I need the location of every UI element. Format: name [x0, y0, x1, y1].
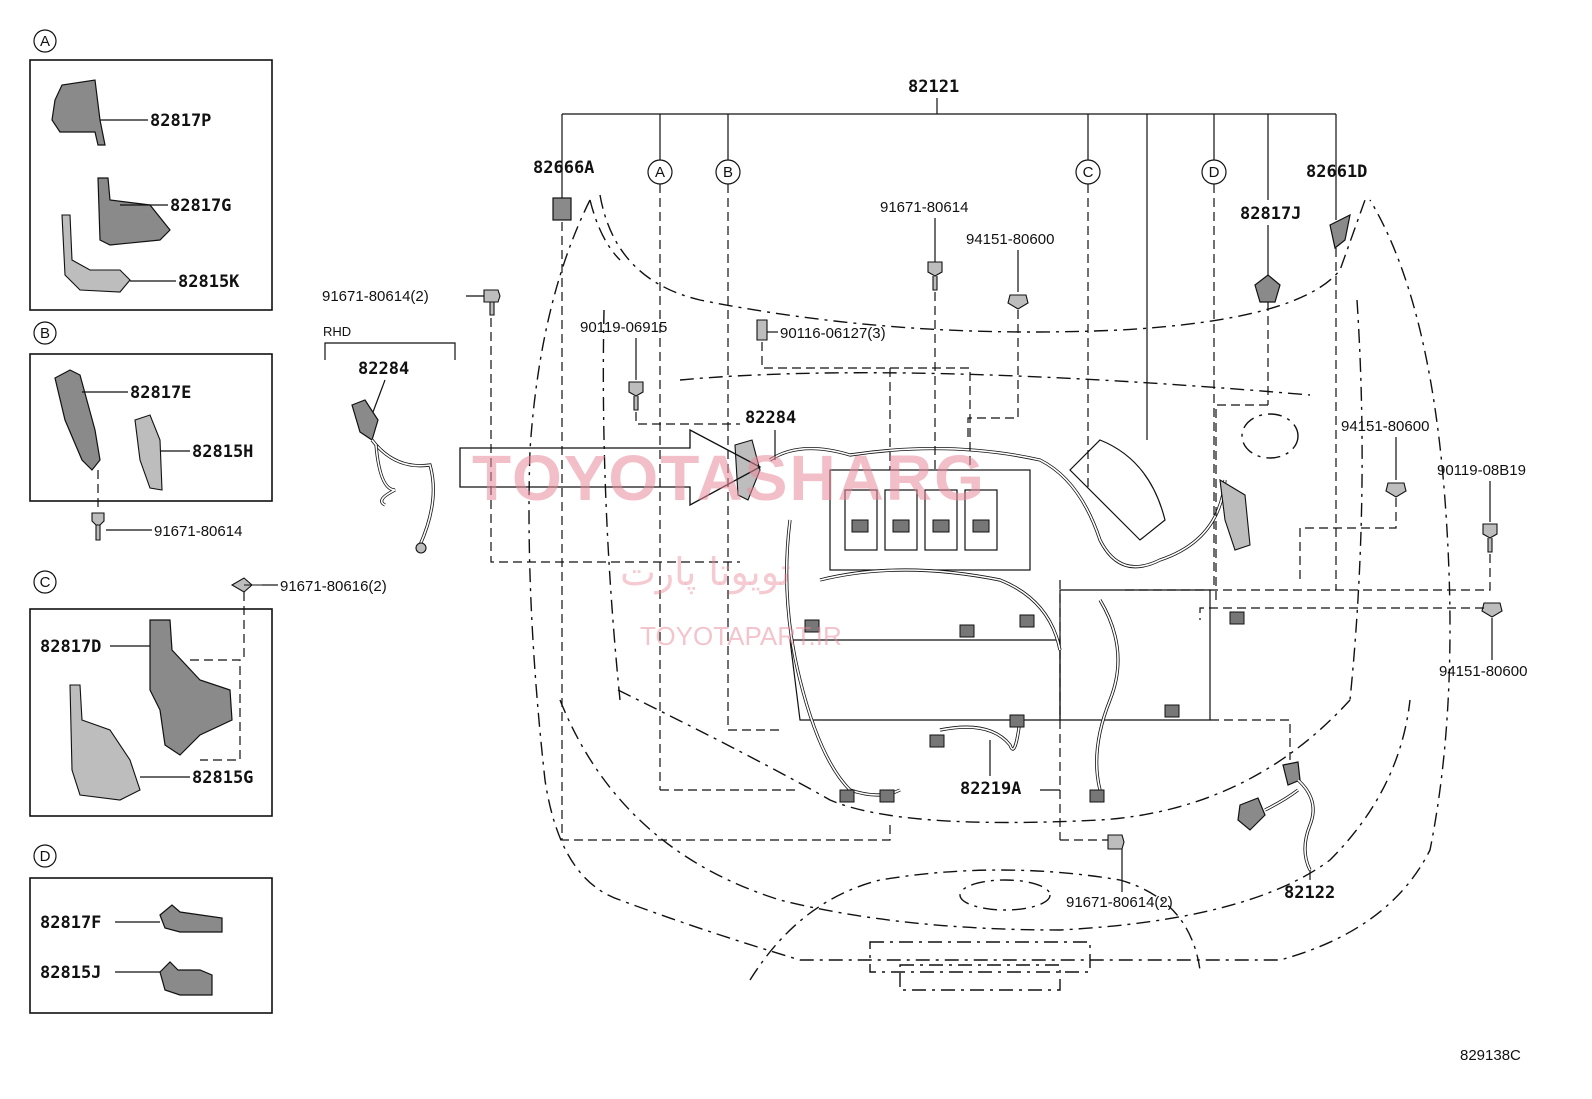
- callout-82122[interactable]: 82122: [1284, 883, 1335, 903]
- part-label-82817E[interactable]: 82817E: [130, 383, 191, 403]
- part-label-82817F[interactable]: 82817F: [40, 913, 101, 933]
- callout-94151-80600-top[interactable]: 94151-80600: [966, 231, 1054, 248]
- stud-90116-icon: [756, 319, 768, 341]
- callout-82666A[interactable]: 82666A: [533, 158, 594, 178]
- cover-82815J-icon: [159, 961, 213, 996]
- bracket-82817E-icon: [54, 369, 101, 471]
- bracket-82817G-icon: [97, 177, 171, 246]
- part-label-82817D[interactable]: 82817D: [40, 637, 101, 657]
- inset-a-frame: [29, 59, 273, 311]
- left-harness: [785, 519, 901, 797]
- part-label-82815H[interactable]: 82815H: [192, 442, 253, 462]
- rhd-wire: [370, 439, 435, 546]
- reservoir-cap: [1241, 413, 1299, 459]
- inset-b-letter: B: [40, 325, 50, 342]
- callout-90119-08B19[interactable]: 90119-08B19: [1437, 462, 1526, 479]
- cover-82815K-icon: [61, 214, 131, 293]
- watermark-line2: تویوتا پارت: [620, 550, 791, 595]
- callout-91671-80614-top[interactable]: 91671-80614: [880, 199, 968, 216]
- rhd-label: RHD: [323, 324, 351, 339]
- inset-d-letter: D: [40, 848, 51, 865]
- rhd-bolt-icon: [483, 289, 501, 316]
- part-label-82815G[interactable]: 82815G: [192, 768, 253, 788]
- part-label-82817G[interactable]: 82817G: [170, 196, 231, 216]
- bracket-82817P-icon: [51, 79, 106, 146]
- inset-c: C 91671-80616(2) 82817D 82815G: [29, 570, 387, 817]
- diagram-code: 829138C: [1460, 1047, 1521, 1064]
- inset-a-letter: A: [40, 33, 50, 50]
- callout-91671-80614-bottom[interactable]: 91671-80614(2): [1066, 894, 1173, 911]
- direction-arrow-icon: [459, 428, 762, 507]
- inset-a-marker: [33, 29, 57, 53]
- bracket-82817F-icon: [159, 904, 223, 933]
- cover-82815H-icon: [134, 414, 163, 491]
- nut-right1-icon: [1385, 482, 1407, 498]
- inset-a: A 82817P 82817G 82815K: [29, 29, 273, 311]
- svg-text:A: A: [655, 164, 665, 181]
- bolt-90119-06915-icon: [628, 381, 644, 411]
- callout-82284-main[interactable]: 82284: [745, 408, 796, 428]
- sensor-82284-icon: [734, 439, 761, 501]
- bolt-bottom-icon: [1107, 834, 1125, 850]
- rhd-group: RHD 82284 91671-80614(2): [322, 288, 740, 563]
- svg-text:D: D: [1209, 164, 1220, 181]
- watermark: TOYOTASHARG تویوتا پارت TOYOTAPART.IR: [472, 442, 986, 651]
- part-label-82817P[interactable]: 82817P: [150, 111, 211, 131]
- part-label-82815K[interactable]: 82815K: [178, 272, 240, 292]
- bolt-top-icon: [927, 261, 943, 291]
- rhd-part-82284[interactable]: 82284: [358, 359, 409, 379]
- fuse-box-bracket: [1219, 478, 1251, 551]
- grommet-82817J-icon: [1254, 274, 1281, 303]
- inset-d: D 82817F 82815J: [29, 844, 273, 1014]
- callout-82661D[interactable]: 82661D: [1306, 162, 1367, 182]
- callout-82219A[interactable]: 82219A: [960, 779, 1021, 799]
- rhd-bolt-label[interactable]: 91671-80614(2): [322, 288, 429, 305]
- rhd-connector-icon: [351, 399, 379, 441]
- bolt-label-b[interactable]: 91671-80614: [154, 523, 242, 540]
- connector-82122-icon: [1237, 797, 1266, 831]
- battery-area: [1059, 589, 1211, 721]
- inset-c-letter: C: [40, 574, 51, 591]
- grille-outline: [869, 941, 1091, 973]
- nut-right2-icon: [1481, 602, 1503, 618]
- hood-line: [599, 194, 1366, 333]
- emblem-outline: [959, 879, 1051, 911]
- harness-82219A: [939, 719, 1022, 751]
- part-label-82815J[interactable]: 82815J: [40, 963, 101, 983]
- inset-d-marker: [33, 844, 57, 868]
- callout-90116-06127[interactable]: 90116-06127(3): [780, 325, 886, 342]
- cover-82815G-icon: [69, 684, 141, 801]
- main-part-82121[interactable]: 82121: [908, 77, 959, 97]
- callout-90119-06915[interactable]: 90119-06915: [580, 319, 667, 336]
- intake-duct: [1069, 439, 1166, 541]
- callout-94151-80600-right1[interactable]: 94151-80600: [1341, 418, 1429, 435]
- nut-top-icon: [1007, 294, 1029, 310]
- inset-b-frame: [29, 353, 273, 502]
- bolt-91671-80614-icon: [91, 512, 105, 541]
- callout-82817J[interactable]: 82817J: [1240, 204, 1301, 224]
- bolt-90119-08B19-icon: [1482, 523, 1498, 553]
- front-bumper: [749, 869, 1201, 981]
- svg-text:B: B: [723, 164, 733, 181]
- inset-b: B 82817E 82815H 91671-80614: [29, 321, 273, 541]
- bolt-label-c[interactable]: 91671-80616(2): [280, 578, 387, 595]
- svg-text:C: C: [1083, 164, 1094, 181]
- bracket-82817D-icon: [149, 619, 233, 756]
- callout-94151-80600-right2[interactable]: 94151-80600: [1439, 663, 1527, 680]
- inset-c-frame: [29, 608, 273, 817]
- clip-82661D-icon: [1329, 213, 1351, 250]
- watermark-line3: TOYOTAPART.IR: [640, 621, 842, 651]
- inset-d-frame: [29, 877, 273, 1014]
- inset-c-marker: [33, 570, 57, 594]
- main-assembly: 82121 A B C D: [459, 77, 1527, 991]
- engine-block: [789, 639, 1061, 721]
- clip-82666A-icon: [552, 197, 572, 221]
- watermark-line1: TOYOTASHARG: [472, 442, 986, 514]
- inset-b-marker: [33, 321, 57, 345]
- bolt-91671-80616-icon: [230, 577, 262, 593]
